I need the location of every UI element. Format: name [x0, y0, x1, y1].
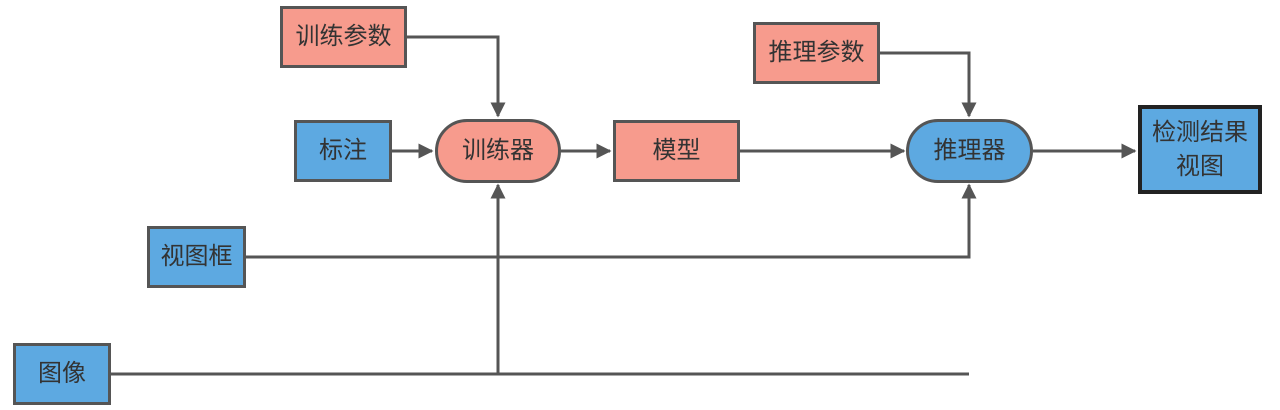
view-box-label: 视图框	[160, 242, 233, 271]
inferencer-node: 推理器	[906, 119, 1033, 183]
model-label: 模型	[652, 136, 701, 165]
trainer-label: 训练器	[462, 136, 534, 165]
detection-view-label: 视图	[1176, 151, 1224, 180]
infer-params-box: 推理参数	[753, 22, 880, 84]
trainer-node: 训练器	[435, 119, 561, 183]
image-box: 图像	[13, 343, 111, 405]
view-box-node: 视图框	[147, 226, 246, 288]
train-params-label: 训练参数	[295, 22, 392, 51]
detection-result-label: 检测结果	[1152, 117, 1248, 146]
annotation-box: 标注	[294, 120, 392, 182]
train-params-box: 训练参数	[280, 6, 407, 68]
train-params-to-trainer-arrow	[407, 35, 506, 118]
annotation-label: 标注	[319, 136, 367, 165]
view-box-to-inferencer-arrow	[246, 183, 977, 259]
infer-params-label: 推理参数	[768, 38, 865, 67]
infer-params-to-inferencer-arrow	[880, 51, 977, 118]
model-box: 模型	[613, 120, 740, 182]
inferencer-label: 推理器	[933, 136, 1006, 165]
image-label: 图像	[38, 359, 86, 388]
detection-result-view-box: 检测结果 视图	[1138, 105, 1262, 194]
